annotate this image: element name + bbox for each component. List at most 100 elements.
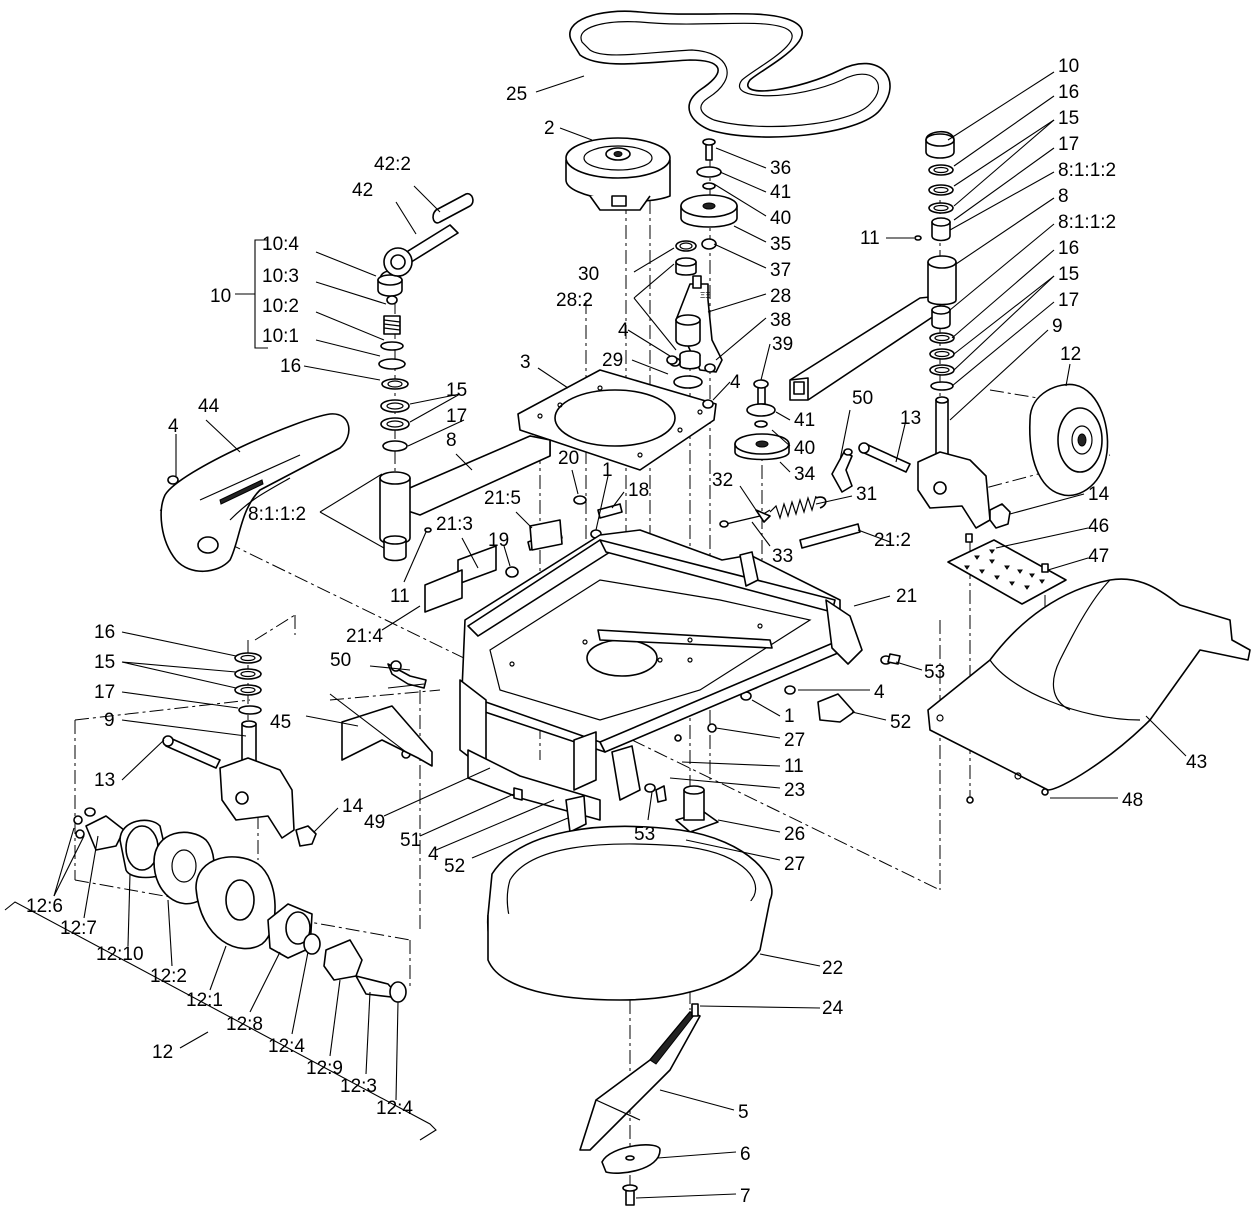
callout-12-a: 12 bbox=[1060, 344, 1081, 365]
callout-23: 23 bbox=[784, 780, 805, 801]
callout-8-b: 8 bbox=[1058, 186, 1069, 207]
callout-30: 30 bbox=[578, 264, 599, 285]
callout-21-4: 21:4 bbox=[346, 626, 383, 647]
callout-4-e: 4 bbox=[428, 844, 439, 865]
callout-10: 10 bbox=[210, 286, 231, 307]
callout-49: 49 bbox=[364, 812, 385, 833]
callout-15-b: 15 bbox=[1058, 108, 1079, 129]
callout-45: 45 bbox=[270, 712, 291, 733]
callout-24: 24 bbox=[822, 998, 844, 1019]
callout-1-b: 1 bbox=[784, 706, 795, 727]
callout-8-1-1-2-b: 8:1:1:2 bbox=[1058, 160, 1116, 181]
callout-12-10: 12:10 bbox=[96, 944, 144, 965]
callout-21-2: 21:2 bbox=[874, 530, 911, 551]
callout-labels: 25 2 36 41 40 35 37 30 28:2 28 38 4 29 3… bbox=[26, 56, 1207, 1207]
callout-11-b: 11 bbox=[784, 756, 804, 777]
callout-28: 28 bbox=[770, 286, 791, 307]
spindle-stack-left-lower bbox=[234, 652, 262, 715]
callout-4-d: 4 bbox=[874, 682, 885, 703]
callout-10-2: 10:2 bbox=[262, 296, 299, 317]
idler-spring bbox=[719, 495, 827, 528]
callout-6: 6 bbox=[740, 1144, 751, 1165]
callout-11-a: 11 bbox=[390, 586, 410, 607]
callout-10-b: 10 bbox=[1058, 56, 1079, 77]
callout-2: 2 bbox=[544, 118, 555, 139]
callout-25: 25 bbox=[506, 84, 527, 105]
drive-belt bbox=[569, 10, 891, 138]
callout-41-b: 41 bbox=[794, 410, 815, 431]
callout-8-a: 8 bbox=[446, 430, 457, 451]
electric-clutch bbox=[565, 137, 671, 211]
mount-plate bbox=[517, 369, 717, 471]
callout-52-a: 52 bbox=[890, 712, 911, 733]
callout-18: 18 bbox=[628, 480, 649, 501]
callout-29: 29 bbox=[602, 350, 623, 371]
callout-53-a: 53 bbox=[924, 662, 945, 683]
deck-frame bbox=[459, 519, 863, 801]
callout-27-a: 27 bbox=[784, 730, 805, 751]
callout-12-3: 12:3 bbox=[340, 1076, 377, 1097]
idler-pulley-stack-lower bbox=[734, 379, 790, 461]
callout-7: 7 bbox=[740, 1186, 751, 1207]
callout-12-2: 12:2 bbox=[150, 966, 187, 987]
callout-12-4-b: 12:4 bbox=[376, 1098, 413, 1119]
callout-16-b: 16 bbox=[1058, 82, 1079, 103]
callout-12-7: 12:7 bbox=[60, 918, 97, 939]
discharge-chute bbox=[927, 578, 1251, 804]
callout-5: 5 bbox=[738, 1102, 749, 1123]
callout-41: 41 bbox=[770, 182, 791, 203]
idler-pulley-stack-upper bbox=[680, 138, 738, 250]
callout-12-b: 12 bbox=[152, 1042, 173, 1063]
deck-brackets bbox=[467, 653, 901, 833]
callout-16-d: 16 bbox=[94, 622, 115, 643]
callout-14-a: 14 bbox=[1088, 484, 1110, 505]
callout-10-4: 10:4 bbox=[262, 234, 299, 255]
callout-17-b: 17 bbox=[1058, 134, 1079, 155]
callout-21-3: 21:3 bbox=[436, 514, 473, 535]
callout-8-1-1-2-a: 8:1:1:2 bbox=[248, 504, 306, 525]
callout-9-a: 9 bbox=[1052, 316, 1063, 337]
callout-4-b: 4 bbox=[730, 372, 741, 393]
callout-42-2: 42:2 bbox=[374, 154, 411, 175]
callout-46: 46 bbox=[1088, 516, 1109, 537]
callout-27-b: 27 bbox=[784, 854, 805, 875]
callout-1-a: 1 bbox=[602, 460, 613, 481]
callout-26: 26 bbox=[784, 824, 805, 845]
callout-34: 34 bbox=[794, 464, 816, 485]
callout-35: 35 bbox=[770, 234, 791, 255]
callout-37: 37 bbox=[770, 260, 791, 281]
deck-shell bbox=[486, 825, 773, 1001]
caster-fork-left bbox=[162, 720, 317, 847]
callout-40-b: 40 bbox=[794, 438, 815, 459]
callout-4-c: 4 bbox=[168, 416, 179, 437]
blade-hardware bbox=[601, 1003, 699, 1206]
caster-wheel-right bbox=[1029, 383, 1109, 497]
callout-53-b: 53 bbox=[634, 824, 655, 845]
callout-13-a: 13 bbox=[900, 408, 921, 429]
callout-15-d: 15 bbox=[94, 652, 115, 673]
callout-47: 47 bbox=[1088, 546, 1109, 567]
callout-48: 48 bbox=[1122, 790, 1143, 811]
callout-14-b: 14 bbox=[342, 796, 364, 817]
callout-33: 33 bbox=[772, 546, 793, 567]
callout-42: 42 bbox=[352, 180, 373, 201]
callout-28-2: 28:2 bbox=[556, 290, 593, 311]
callout-15-a: 15 bbox=[446, 380, 467, 401]
spindle-stack-left bbox=[377, 270, 410, 452]
callout-brackets bbox=[4, 239, 437, 1141]
callout-9-b: 9 bbox=[104, 710, 115, 731]
belt-cover-baffle bbox=[341, 705, 433, 767]
leader-lines bbox=[53, 71, 1187, 1199]
callout-15-c: 15 bbox=[1058, 264, 1079, 285]
callout-13-b: 13 bbox=[94, 770, 115, 791]
callout-3: 3 bbox=[520, 352, 531, 373]
roller-plate bbox=[947, 533, 1067, 605]
spindle-housing bbox=[675, 785, 719, 833]
spindle-stack-right bbox=[925, 130, 955, 242]
callout-44: 44 bbox=[198, 396, 220, 417]
callout-4-a: 4 bbox=[618, 320, 629, 341]
callout-36: 36 bbox=[770, 158, 791, 179]
callout-19: 19 bbox=[488, 530, 509, 551]
side-shield bbox=[160, 413, 350, 572]
